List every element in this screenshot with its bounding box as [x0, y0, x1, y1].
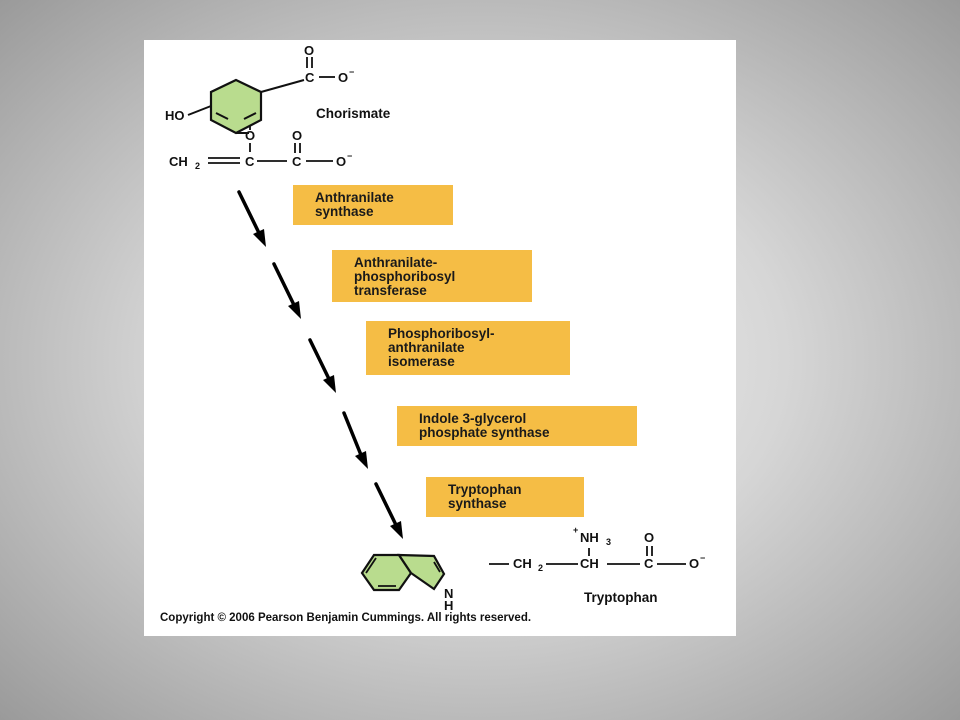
enzyme-line: synthase	[448, 496, 507, 511]
charge-minus: −	[349, 67, 354, 77]
arrowhead-2-icon	[288, 301, 301, 319]
chorismate-label: Chorismate	[316, 106, 391, 121]
atom-o-top: O	[304, 43, 314, 58]
charge-minus-trp: −	[700, 553, 705, 563]
enzyme-line: Indole 3-glycerol	[419, 411, 527, 426]
atom-o-minus: O	[338, 70, 348, 85]
indole-pyrrole-ring	[396, 553, 446, 591]
atom-ch: CH	[169, 154, 188, 169]
enzyme-anthranilate-phosphoribosyl-transferase: Anthranilate- phosphoribosyl transferase	[332, 250, 532, 302]
subscript-3: 3	[606, 537, 611, 547]
enzyme-line: phosphate synthase	[419, 425, 550, 440]
arrow-step-2	[272, 262, 296, 307]
subscript-2: 2	[195, 161, 200, 171]
arrowhead-3-icon	[323, 375, 336, 393]
enzyme-line: Tryptophan	[448, 482, 522, 497]
enzyme-line: Anthranilate	[315, 190, 394, 205]
tryptophan-label: Tryptophan	[584, 590, 658, 605]
enzyme-line: Anthranilate-	[354, 255, 438, 270]
subscript-2-trp: 2	[538, 563, 543, 573]
arrow-step-4	[342, 411, 363, 457]
charge-minus-2: −	[347, 151, 352, 161]
atom-c-enol: C	[245, 154, 255, 169]
atom-o-ether: O	[245, 128, 255, 143]
pathway-diagram: C O O − HO O C O C O − CH	[165, 43, 705, 613]
charge-plus: +	[573, 525, 578, 535]
atom-c-trp: C	[644, 556, 654, 571]
atom-o-keto: O	[292, 128, 302, 143]
arrowhead-1-icon	[253, 229, 266, 247]
enzyme-line: anthranilate	[388, 340, 465, 355]
atom-c-carboxyl: C	[305, 70, 315, 85]
atom-ho: HO	[165, 108, 185, 123]
atom-o-trp: O	[689, 556, 699, 571]
atom-n: N	[444, 586, 453, 601]
arrow-step-1	[237, 190, 261, 235]
tryptophan-structure: N H CH 2 CH + NH 3 C O O − Tryptophan	[360, 525, 705, 613]
atom-ch2: CH	[513, 556, 532, 571]
atom-c-acid: C	[292, 154, 302, 169]
atom-o-top-trp: O	[644, 530, 654, 545]
enzyme-line: isomerase	[388, 354, 455, 369]
copyright-notice: Copyright © 2006 Pearson Benjamin Cummin…	[160, 612, 532, 624]
enzyme-tryptophan-synthase: Tryptophan synthase	[426, 477, 584, 517]
chorismate-structure: C O O − HO O C O C O − CH	[165, 43, 391, 171]
arrowhead-4-icon	[355, 451, 368, 469]
atom-nh3: NH	[580, 530, 599, 545]
chorismate-ring	[209, 78, 263, 135]
arrow-step-5	[374, 482, 398, 527]
enzyme-line: synthase	[315, 204, 374, 219]
arrowhead-5-icon	[390, 521, 403, 539]
enzyme-line: transferase	[354, 283, 427, 298]
arrow-step-3	[308, 338, 331, 381]
enzyme-line: phosphoribosyl	[354, 269, 456, 284]
atom-ch-alpha: CH	[580, 556, 599, 571]
enzyme-anthranilate-synthase: Anthranilate synthase	[293, 185, 453, 225]
slide-panel: C O O − HO O C O C O − CH	[144, 40, 736, 636]
enzyme-line: Phosphoribosyl-	[388, 326, 495, 341]
atom-o-acid: O	[336, 154, 346, 169]
reaction-arrows	[237, 190, 403, 539]
enzyme-indole-3-glycerol-phosphate-synthase: Indole 3-glycerol phosphate synthase	[397, 406, 637, 446]
atom-h: H	[444, 598, 453, 613]
enzyme-phosphoribosyl-anthranilate-isomerase: Phosphoribosyl- anthranilate isomerase	[366, 321, 570, 375]
